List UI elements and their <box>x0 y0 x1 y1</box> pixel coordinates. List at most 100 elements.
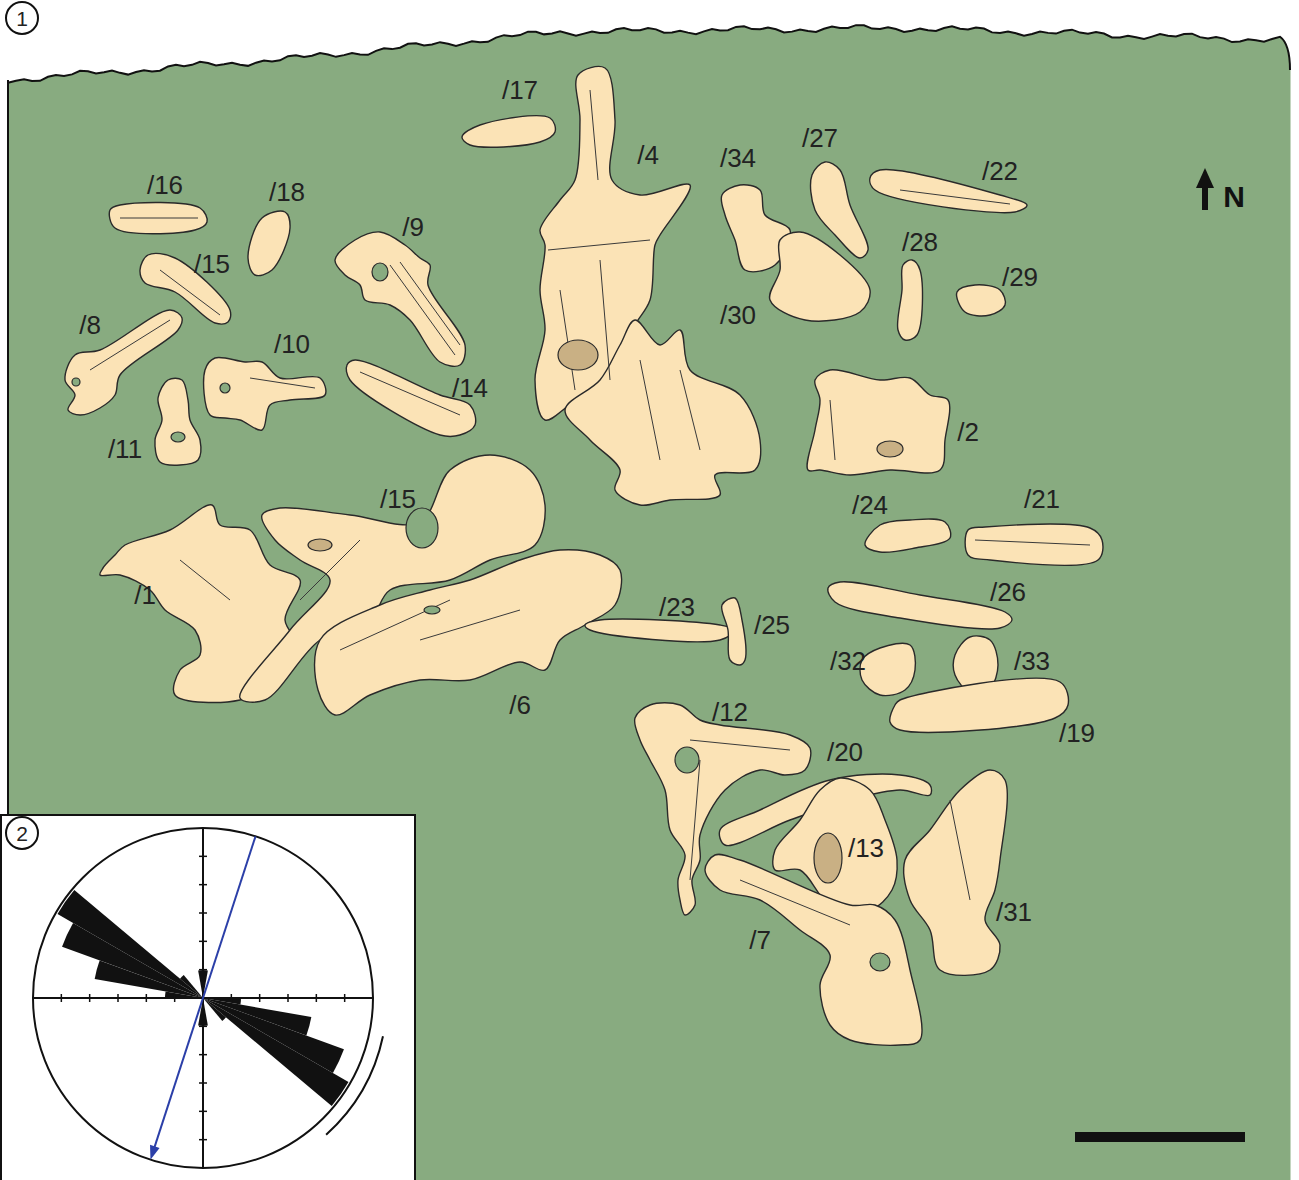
rose-tick <box>199 912 207 914</box>
bone-foramen <box>870 953 890 971</box>
rose-tick <box>199 1054 207 1056</box>
rose-range-bracket <box>325 1036 384 1135</box>
rose-petal <box>203 998 348 1106</box>
rose-tick <box>174 994 176 1002</box>
bone-number: /23 <box>659 594 695 620</box>
rose-petal <box>62 923 203 998</box>
matrix-ground <box>8 25 1290 1180</box>
inset-frame <box>1 815 415 1180</box>
erosion-edge <box>8 25 1290 83</box>
bone-element <box>897 260 922 340</box>
bone-surface-line <box>590 90 598 180</box>
bone-surface-line <box>120 218 198 219</box>
bone-surface-line <box>830 400 835 460</box>
bone-element <box>109 203 207 234</box>
bone-number: /13 <box>848 835 884 861</box>
rose-tick <box>61 994 63 1002</box>
rose-tick <box>199 1111 207 1113</box>
rose-tick <box>344 994 346 1002</box>
bone-element <box>957 285 1006 316</box>
bone-number: /17 <box>502 77 538 103</box>
bone-number: /34 <box>720 145 756 171</box>
bone-element <box>462 116 555 148</box>
bone-element <box>248 211 290 276</box>
bone-surface-line <box>340 600 450 650</box>
scale-bar <box>1075 1132 1245 1142</box>
bone-element <box>722 598 746 665</box>
bone-foramen <box>171 432 185 442</box>
rose-petal <box>58 890 203 998</box>
bone-number: /6 <box>509 692 531 718</box>
bone-number: /14 <box>452 375 488 401</box>
mean-vector <box>154 836 256 1150</box>
bone-surface-line <box>180 560 230 600</box>
bone-element <box>335 232 465 366</box>
bone-element <box>904 770 1008 975</box>
bone-number: /30 <box>720 302 756 328</box>
bone-surface-line <box>690 760 700 880</box>
rose-tick <box>199 969 207 971</box>
north-arrow-shaft <box>1202 186 1208 210</box>
bone-element <box>890 678 1069 732</box>
bone-number: /15 <box>380 486 416 512</box>
bone-surface-line <box>250 378 315 388</box>
rose-tick <box>287 994 289 1002</box>
bone-number: /32 <box>830 648 866 674</box>
bone-surface-line <box>600 260 610 380</box>
bone-foramen <box>406 508 438 548</box>
rose-tick <box>316 994 318 1002</box>
bone-number: /22 <box>982 158 1018 184</box>
bone-foramen <box>558 340 598 370</box>
bone-element <box>807 370 950 475</box>
bone-number: /16 <box>147 172 183 198</box>
bone-number: /12 <box>712 699 748 725</box>
rose-tick <box>199 856 207 858</box>
rose-petal <box>203 998 226 1021</box>
bone-number: /9 <box>402 214 424 240</box>
rose-tick <box>199 941 207 943</box>
bone-surface-line <box>90 320 170 370</box>
bone-number: /18 <box>269 179 305 205</box>
mean-vector-head <box>150 1145 160 1160</box>
north-arrow <box>1196 168 1214 210</box>
bone-element <box>315 550 622 715</box>
bone-number: /28 <box>902 229 938 255</box>
bone-surface-line <box>975 540 1090 545</box>
bone-foramen <box>877 441 903 457</box>
bone-surface-line <box>640 360 660 460</box>
bone-foramen <box>675 747 699 773</box>
bone-number: /2 <box>957 419 979 445</box>
rose-diagram-panel <box>1 815 415 1180</box>
bone-surface-line <box>400 262 460 345</box>
bone-surface-line <box>900 190 1010 204</box>
bone-surface-line <box>740 880 850 925</box>
bone-number: /31 <box>996 899 1032 925</box>
bone-foramen <box>424 606 440 614</box>
rose-circle <box>33 828 373 1168</box>
rose-tick <box>89 994 91 1002</box>
bone-element <box>860 643 915 695</box>
rose-tick <box>259 994 261 1002</box>
bone-element <box>828 582 1012 629</box>
ground-edge-left <box>7 80 9 815</box>
bone-foramen <box>372 263 388 281</box>
bone-surface-line <box>680 370 700 450</box>
bone-element <box>204 357 326 430</box>
bone-surface-line <box>950 800 970 900</box>
bone-number: /11 <box>108 436 142 462</box>
bone-element <box>965 524 1103 565</box>
rose-diagram <box>33 828 384 1168</box>
bone-foramen <box>220 383 230 393</box>
panel-marker <box>6 817 38 849</box>
bone-surface-line <box>548 240 650 250</box>
bone-surface-line <box>390 265 455 355</box>
bone-number: /19 <box>1059 720 1095 746</box>
bone-number: /29 <box>1002 264 1038 290</box>
bone-number: /21 <box>1024 486 1060 512</box>
bone-number: /27 <box>802 125 838 151</box>
bone-number: /24 <box>852 492 888 518</box>
